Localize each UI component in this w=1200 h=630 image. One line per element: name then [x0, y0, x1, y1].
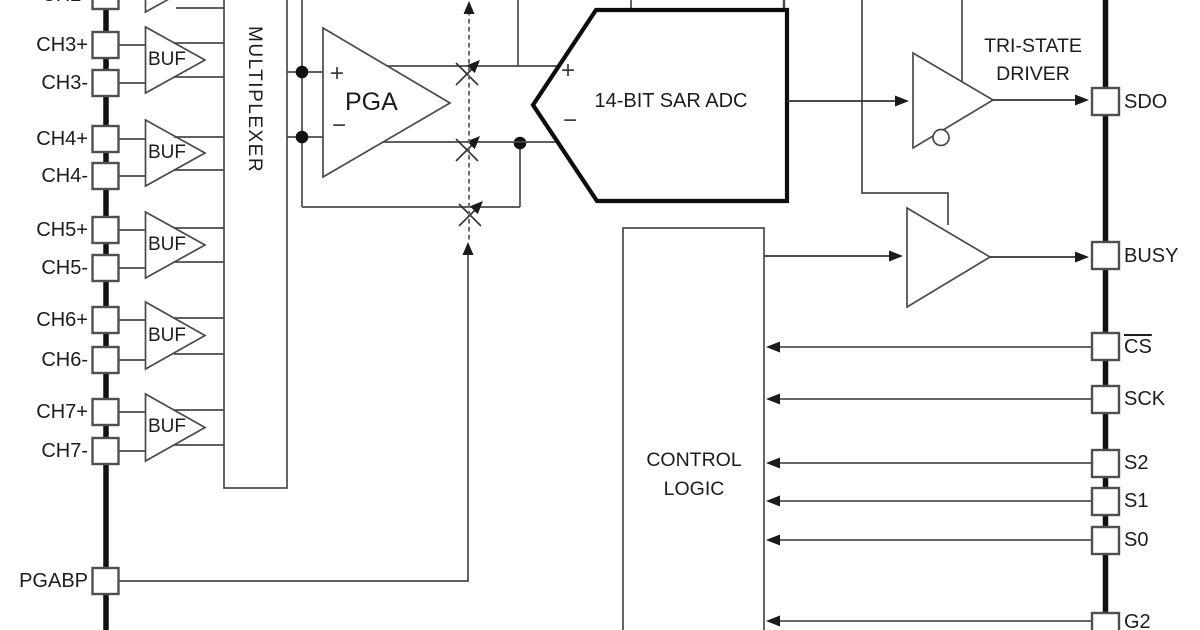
pad-sdo	[1090, 86, 1121, 117]
mux-to-pga-wires	[287, 0, 521, 208]
pad-pgabp	[91, 566, 120, 596]
adc-plus-sign: +	[561, 57, 576, 84]
pin-label-pgabp: PGABP	[19, 570, 88, 592]
switch-arrowhead	[469, 201, 483, 215]
multiplexer-label: MULTIPLEXER	[244, 26, 265, 174]
pad-ch7-minus	[91, 436, 120, 466]
pad-sck	[1090, 384, 1121, 415]
pad-ch5-minus	[91, 253, 120, 283]
pad-ch4-minus	[91, 161, 120, 191]
tristate-driver-label-line2: DRIVER	[996, 63, 1070, 85]
control-logic-label-line1: CONTROL	[646, 449, 742, 471]
pin-label-ch6-plus: CH6+	[36, 309, 88, 331]
pad-cs	[1090, 331, 1121, 362]
left-arrowheads	[766, 341, 780, 627]
pin-label-sdo: SDO	[1124, 91, 1168, 113]
right-arrowhead	[895, 95, 909, 107]
buffer-label: BUF	[148, 416, 186, 437]
pga-minus-sign: −	[332, 112, 347, 139]
multiplexer-block	[223, 0, 288, 489]
pin-label-ch5-plus: CH5+	[36, 219, 88, 241]
pin-label-cs: CS	[1124, 336, 1152, 358]
tristate-driver-label-line1: TRI-STATE	[984, 35, 1082, 57]
pin-label-ch3-plus: CH3+	[36, 34, 88, 56]
right-arrowhead	[889, 250, 903, 262]
busy-driver-triangle	[906, 206, 992, 309]
buffer-label: BUF	[148, 49, 186, 70]
pin-label-ch7-plus: CH7+	[36, 401, 88, 423]
right-pin-pads	[1090, 86, 1121, 630]
sar-adc-block	[530, 7, 790, 204]
switch-arrowhead	[466, 136, 480, 150]
pad-ch7-plus	[91, 397, 120, 427]
pad-ch6-minus	[91, 345, 120, 375]
pga-plus-sign: +	[330, 60, 345, 87]
pin-label-ch4-plus: CH4+	[36, 128, 88, 150]
up-arrowhead	[463, 1, 475, 14]
adc-minus-sign: −	[563, 107, 578, 134]
pad-g2	[1090, 611, 1121, 630]
pin-label-ch4-minus: CH4-	[41, 165, 88, 187]
pad-to-buffer-wires	[118, 44, 146, 452]
control-logic-block	[622, 227, 765, 630]
pad-ch6-plus	[91, 305, 120, 335]
pad-ch2-minus	[91, 0, 120, 11]
pad-ch3-plus	[91, 30, 120, 60]
buffer-label: BUF	[148, 325, 186, 346]
pgabp-control-wire	[118, 244, 469, 582]
control-logic-label-line2: LOGIC	[663, 478, 725, 500]
pin-label-ch5-minus: CH5-	[41, 257, 88, 279]
tristate-enable-bubble	[932, 128, 950, 147]
pga-amplifier	[322, 26, 452, 179]
pad-s0	[1090, 525, 1121, 556]
busy-enable-wire	[861, 0, 949, 225]
pin-label-ch6-minus: CH6-	[41, 349, 88, 371]
junction-dot	[295, 65, 309, 79]
pad-s2	[1090, 448, 1121, 479]
pin-label-busy: BUSY	[1124, 245, 1179, 267]
digital-input-wires	[780, 346, 1092, 622]
pin-label-s1: S1	[1124, 490, 1149, 512]
pga-label: PGA	[345, 88, 398, 116]
pin-label-sck: SCK	[1124, 388, 1166, 410]
buffer-label: BUF	[148, 142, 186, 163]
pad-ch3-minus	[91, 68, 120, 98]
junction-dot	[513, 136, 527, 150]
pin-label-ch3-minus: CH3-	[41, 72, 88, 94]
buffer-label: BUF	[148, 234, 186, 255]
pad-s1	[1090, 486, 1121, 517]
right-arrowhead	[1075, 251, 1089, 263]
switch-arrowhead	[466, 60, 480, 74]
buffer-ch2-clipped	[144, 0, 169, 14]
pin-label-ch7-minus: CH7-	[41, 440, 88, 462]
tristate-driver-triangle	[912, 51, 995, 150]
buffer-to-mux-wires	[174, 7, 224, 446]
pin-label-g2: G2	[1124, 611, 1151, 630]
pin-label-s0: S0	[1124, 529, 1149, 551]
up-arrowhead	[462, 242, 474, 255]
pin-label-s2: S2	[1124, 452, 1149, 474]
right-arrowhead	[1075, 94, 1089, 106]
pin-label-ch2-minus: CH2-	[8, 0, 88, 6]
pad-ch5-plus	[91, 215, 120, 245]
pad-ch4-plus	[91, 124, 120, 154]
left-pin-pads	[91, 0, 120, 596]
adc-label: 14-BIT SAR ADC	[594, 90, 748, 112]
pad-busy	[1090, 240, 1121, 271]
junction-dot	[295, 130, 309, 144]
